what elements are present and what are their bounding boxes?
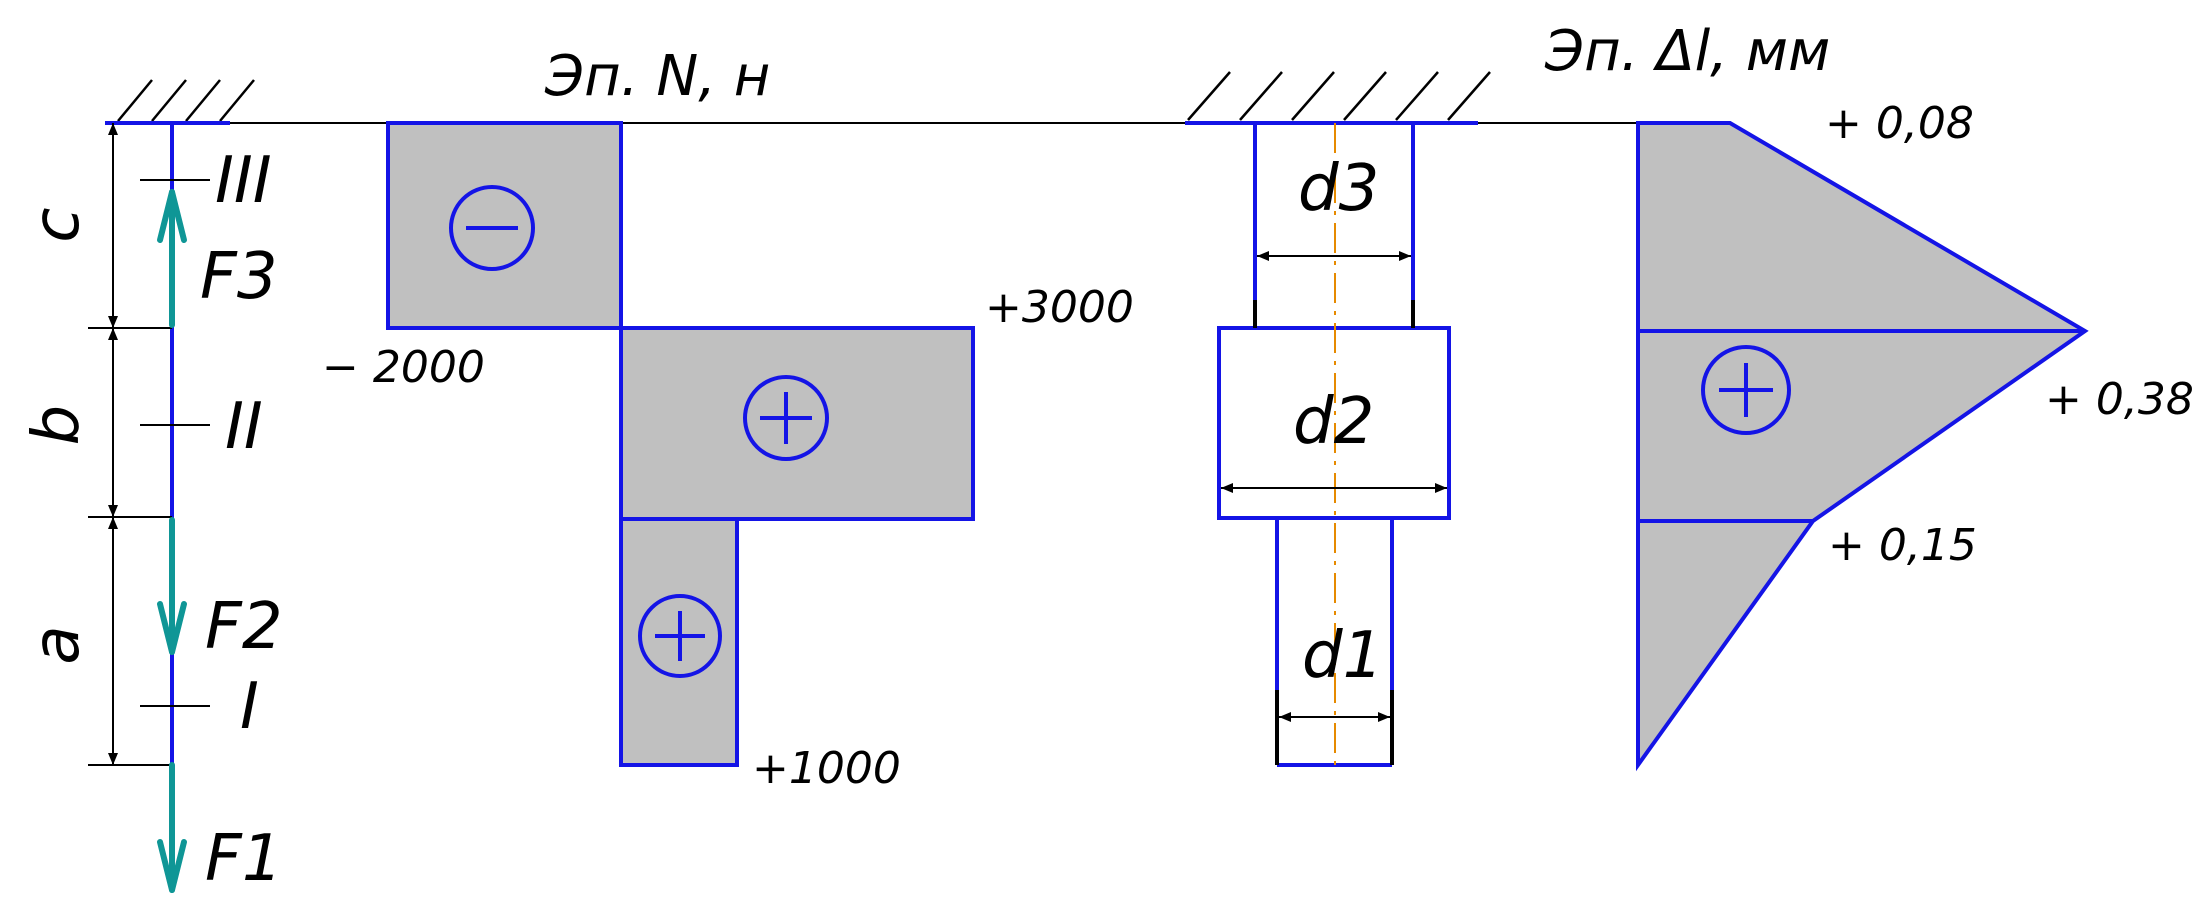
- n-sign-plus-bottom: [638, 594, 722, 678]
- dl-value-top: + 0,08: [1825, 98, 1974, 149]
- segment-label-a: a: [20, 625, 94, 664]
- section-label-ii: II: [225, 390, 263, 464]
- force-label-f3: F3: [200, 240, 278, 314]
- dl-shape: [1636, 121, 2089, 772]
- dl-value-middle: + 0,38: [2045, 374, 2194, 425]
- force-arrows: [157, 189, 187, 893]
- segment-label-b: b: [20, 405, 94, 446]
- diameter-dimensions: [1221, 251, 1447, 722]
- n-diagram-title: Эп. N, н: [544, 44, 770, 109]
- dl-value-lower: + 0,15: [1828, 520, 1977, 571]
- dl-sign-plus: [1701, 345, 1791, 435]
- dl-diagram-title: Эп. Δl, мм: [1544, 19, 1830, 84]
- section-label-i: I: [240, 670, 259, 744]
- segment-boundaries: [88, 327, 172, 766]
- force-label-f1: F1: [205, 822, 283, 896]
- diameter-label-d3: d3: [1298, 152, 1379, 226]
- left-support-hatching: [105, 79, 255, 125]
- n-block-middle: [619, 326, 975, 521]
- middle-support-hatching: [1185, 71, 1491, 125]
- diameter-label-d2: d2: [1293, 385, 1374, 459]
- n-value-middle: +3000: [985, 282, 1134, 333]
- diameter-label-d1: d1: [1302, 619, 1383, 693]
- section-label-iii: III: [215, 144, 272, 218]
- segment-label-c: c: [20, 207, 94, 242]
- section-cuts: [140, 179, 210, 707]
- force-label-f2: F2: [205, 590, 283, 664]
- n-block-top: [386, 121, 623, 330]
- n-value-bottom: +1000: [752, 743, 901, 794]
- n-sign-plus-middle: [743, 375, 829, 461]
- n-value-top: − 2000: [322, 342, 485, 393]
- n-sign-minus: [449, 185, 535, 271]
